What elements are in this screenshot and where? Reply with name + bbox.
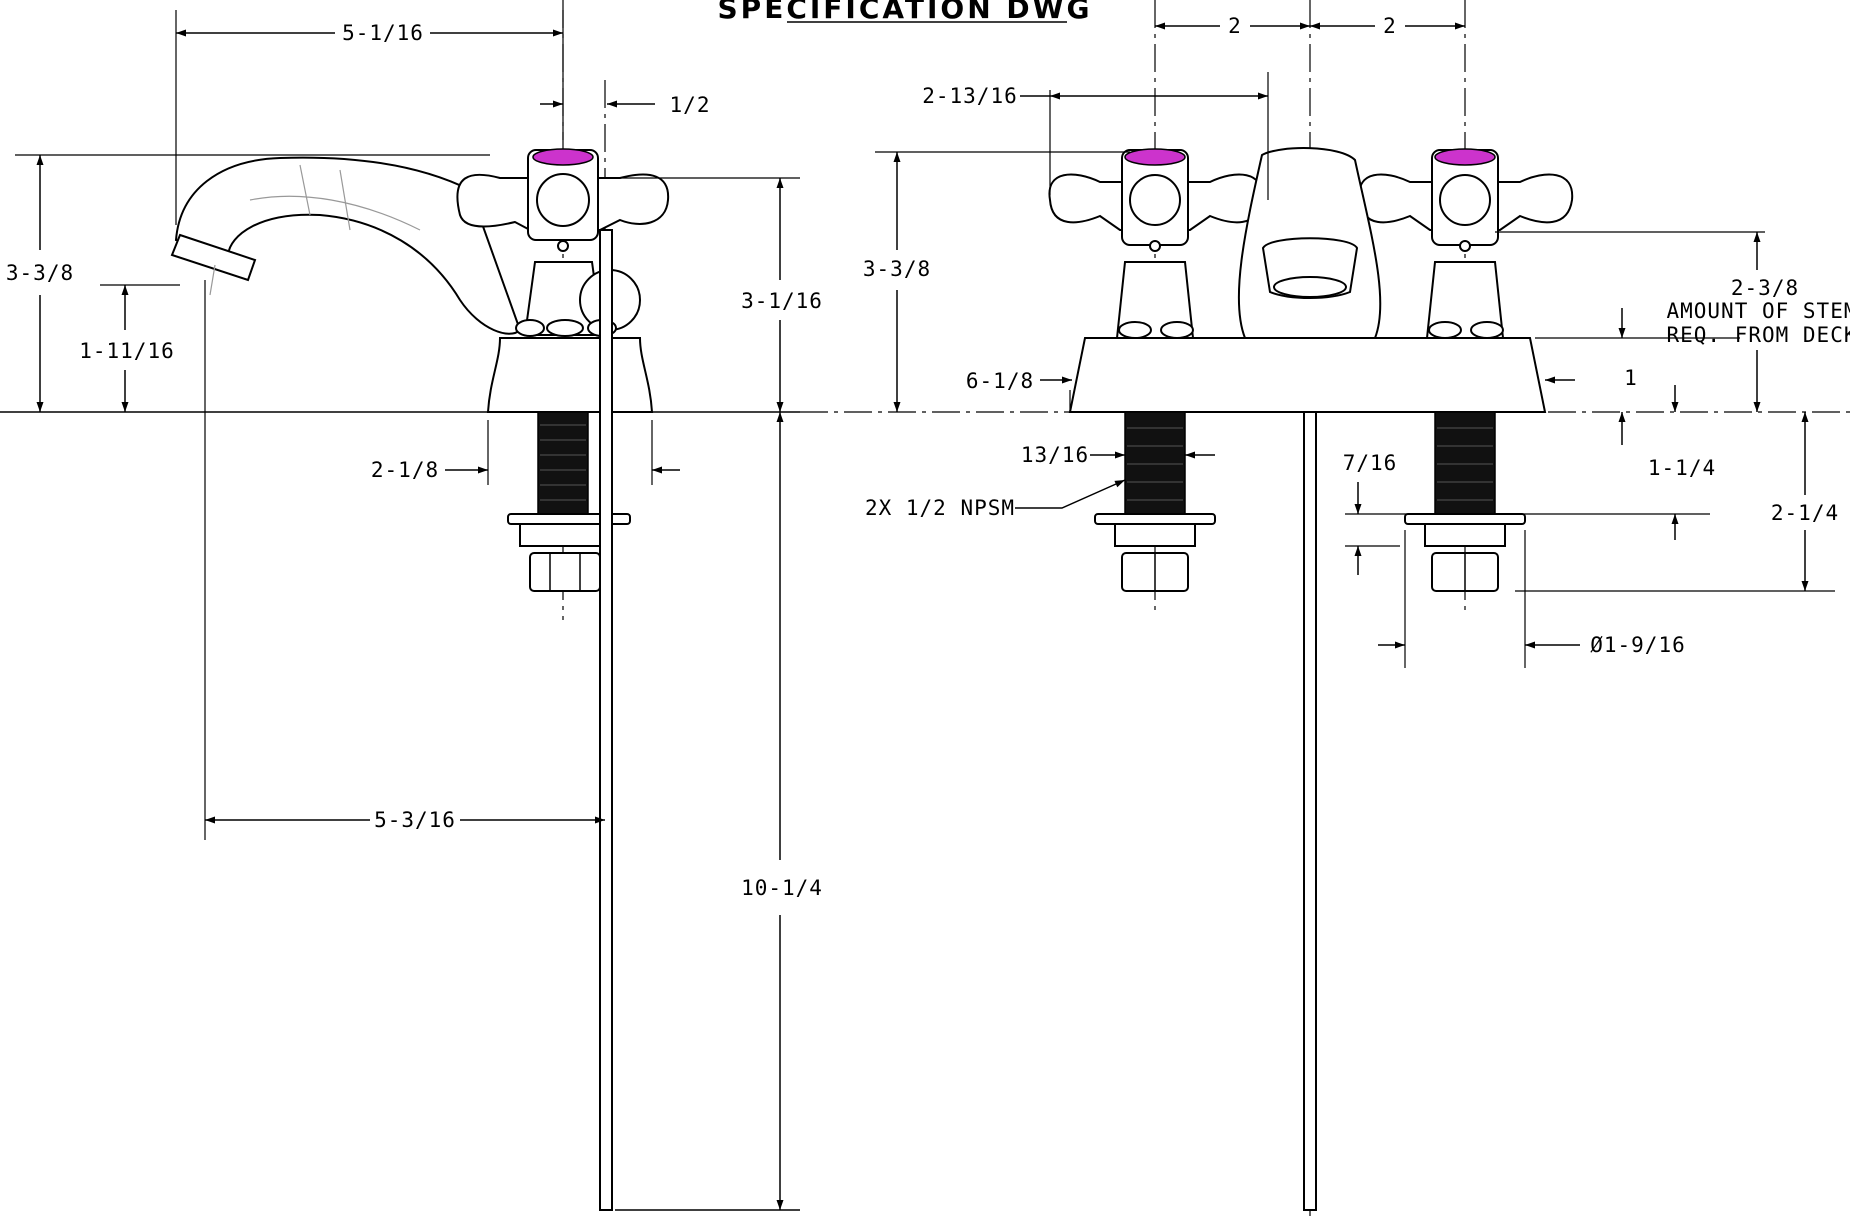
dim-overall-height-side: 3-3/8 [6,261,74,285]
drawing-title: SPECIFICATION DWG [718,0,1093,25]
stem-note-line1: AMOUNT OF STEM [1666,299,1850,323]
shank-front-left [1094,411,1216,592]
dim-deck-width: 6-1/8 [966,369,1034,393]
stem-note-line2: REQ. FROM DECK [1666,323,1850,347]
spout-front [1237,147,1382,339]
dim-stem-offset: 1/2 [670,93,711,117]
front-view: 2 2 2-13/16 3-3/8 6-1/8 13/16 2X 1/2 NPS… [863,0,1850,1216]
dim-stem-amount: 2-3/8 [1731,276,1799,300]
shank-front-right [1404,411,1526,592]
dim-center-right: 2 [1383,14,1397,38]
dim-spout-reach-bottom: 5-3/16 [374,808,456,832]
dim-shank-length: 2-1/4 [1771,501,1839,525]
lift-rod-front [1303,411,1317,1211]
dim-lift-rod-length: 10-1/4 [741,876,823,900]
thread-callout: 2X 1/2 NPSM [865,496,1015,520]
dim-handle-span: 2-13/16 [922,84,1018,108]
dim-handle-height: 3-1/16 [741,289,823,313]
dim-nut-thickness: 7/16 [1343,451,1398,475]
dim-spout-height: 1-11/16 [79,339,175,363]
index-button-side [532,148,594,166]
base-side [486,337,654,413]
side-view: 5-1/16 1/2 3-3/8 1-11/16 3-1/16 2-1/8 5-… [6,0,823,1211]
lift-rod-side [599,229,613,1211]
thread-leader [1015,479,1126,509]
handle-front-right [1358,148,1574,339]
deck-plate [1068,337,1547,413]
index-button-right [1434,148,1496,166]
dim-deck-thickness: 1 [1624,366,1638,390]
dim-shank-to-nut: 1-1/4 [1648,456,1716,480]
dim-nut-diameter: Ø1-9/16 [1590,633,1686,657]
spout-side [170,156,522,335]
index-button-left [1124,148,1186,166]
dim-spout-reach-top: 5-1/16 [342,21,424,45]
dim-base-diameter: 2-1/8 [371,458,439,482]
dim-center-left: 2 [1228,14,1242,38]
dim-shank-diameter: 13/16 [1021,443,1089,467]
handle-front-left [1048,148,1264,339]
dim-overall-height-front: 3-3/8 [863,257,931,281]
